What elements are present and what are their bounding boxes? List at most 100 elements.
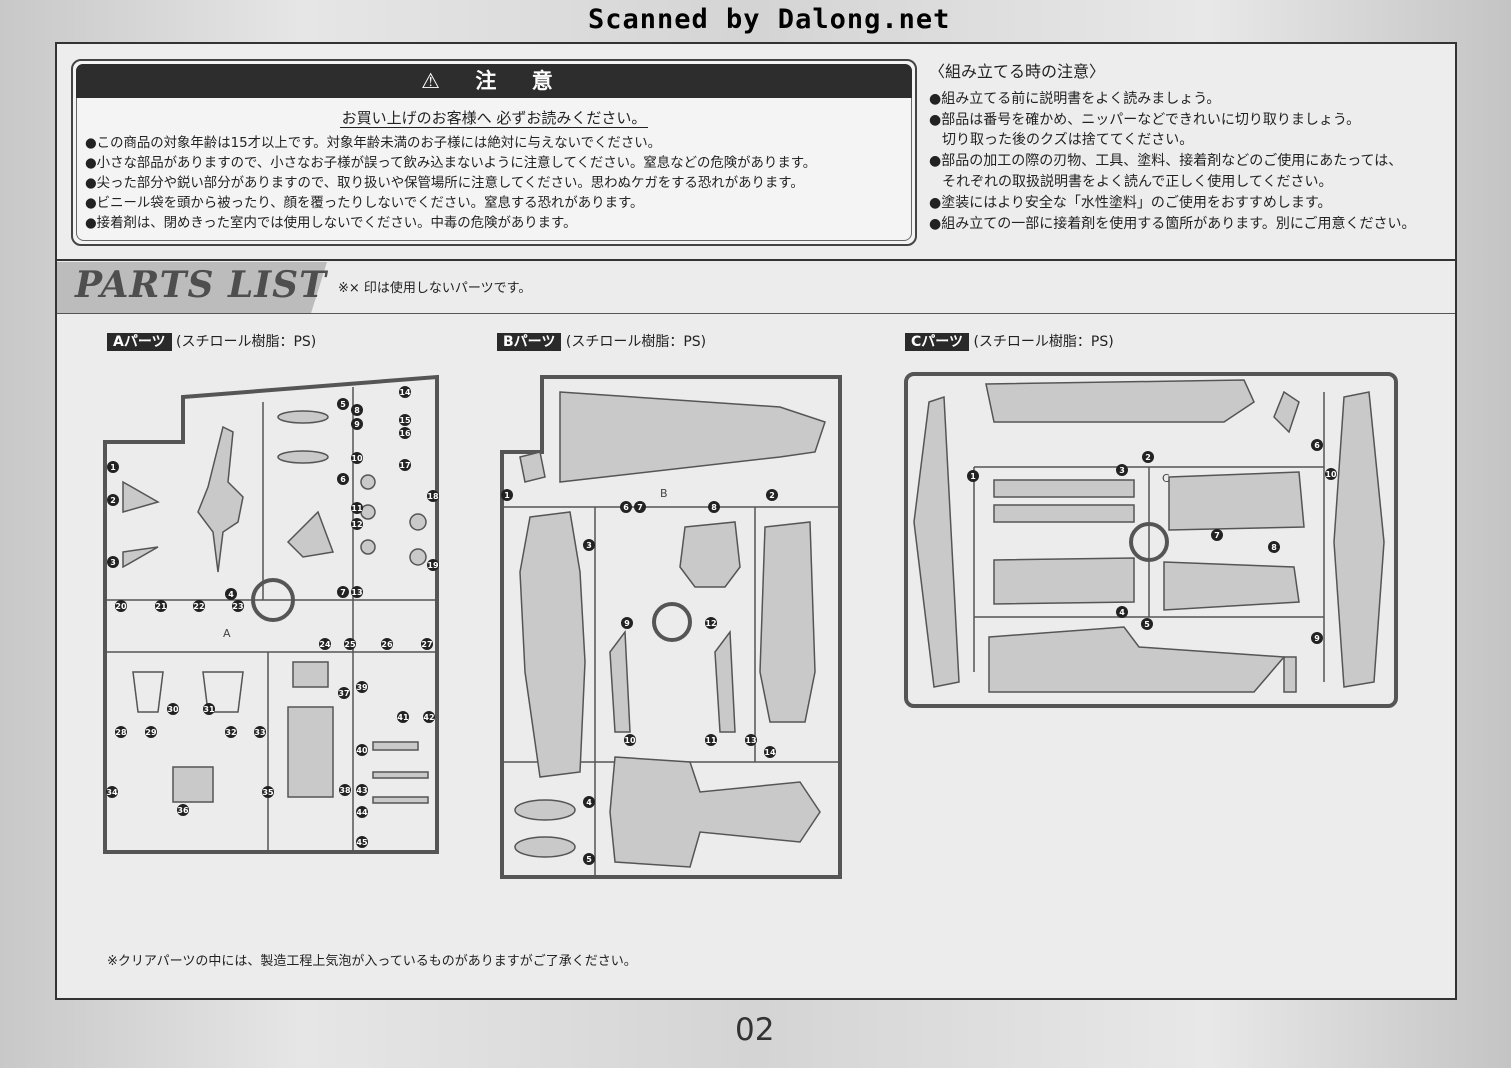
svg-text:3: 3	[1119, 466, 1125, 475]
warning-item: ●ビニール袋を頭から被ったり、顔を覆ったりしないでください。窒息する恐れがありま…	[85, 196, 644, 211]
svg-text:20: 20	[115, 602, 127, 611]
svg-text:18: 18	[427, 492, 439, 501]
part-marker: 8	[1268, 541, 1280, 553]
svg-text:24: 24	[319, 640, 331, 649]
header-divider	[57, 313, 1455, 314]
manual-page: ⚠ 注 意 お買い上げのお客様へ 必ずお読みください。 ●この商品の対象年齢は1…	[55, 42, 1457, 1000]
svg-text:28: 28	[115, 728, 127, 737]
part-marker: 41	[397, 711, 409, 723]
runner-a-part-markers: 1 2 3 4 5 6 7 8 9 10 11 12 13 14 15 16 1…	[106, 386, 439, 848]
svg-text:11: 11	[351, 504, 363, 513]
part-marker: 30	[167, 703, 179, 715]
svg-text:1: 1	[504, 491, 510, 500]
svg-text:21: 21	[155, 602, 167, 611]
svg-text:2: 2	[110, 496, 116, 505]
svg-text:1: 1	[970, 472, 976, 481]
group-b-label: Bパーツ (スチロール樹脂：PS)	[497, 331, 706, 351]
svg-text:9: 9	[624, 619, 630, 628]
clear-parts-note: ※クリアパーツの中には、製造工程上気泡が入っているものがありますがご了承ください…	[107, 954, 637, 969]
part-marker: 10	[1325, 468, 1337, 480]
assembly-line: ●部品は番号を確かめ、ニッパーなどできれいに切り取りましょう。	[929, 111, 1361, 128]
group-b-material: (スチロール樹脂：PS)	[565, 334, 707, 350]
svg-text:27: 27	[421, 640, 432, 649]
warning-item: ●尖った部分や鋭い部分がありますので、取り扱いや保管場所に注意してください。思わ…	[85, 176, 804, 191]
part-marker: 26	[381, 638, 393, 650]
part-marker: 44	[356, 806, 368, 818]
svg-text:37: 37	[338, 689, 349, 698]
part-marker: 38	[339, 784, 351, 796]
group-c-label: Cパーツ (スチロール樹脂：PS)	[905, 331, 1114, 351]
svg-text:16: 16	[399, 429, 411, 438]
group-c-material: (スチロール樹脂：PS)	[973, 334, 1114, 350]
part-marker: 4	[1116, 606, 1128, 618]
part-marker: 35	[262, 786, 274, 798]
parts-list-note: ※× 印は使用しないパーツです。	[338, 281, 532, 296]
assembly-notes: 〈組み立てる時の注意〉 ●組み立てる前に説明書をよく読みましょう。 ●部品は番号…	[929, 62, 1444, 234]
part-marker: 36	[177, 804, 189, 816]
part-marker: 6	[1311, 439, 1323, 451]
svg-text:8: 8	[711, 503, 717, 512]
assembly-line: ●部品の加工の際の刃物、工具、塗料、接着剤などのご使用にあたっては、	[929, 153, 1403, 170]
svg-text:25: 25	[344, 640, 356, 649]
svg-text:39: 39	[356, 683, 368, 692]
warning-item: ●接着剤は、閉めきった室内では使用しないでください。中毒の危険があります。	[85, 216, 577, 231]
part-marker: 18	[427, 490, 439, 502]
warning-box: ⚠ 注 意 お買い上げのお客様へ 必ずお読みください。 ●この商品の対象年齢は1…	[71, 59, 917, 246]
svg-text:10: 10	[624, 736, 636, 745]
svg-text:3: 3	[110, 558, 116, 567]
warning-title: ⚠ 注 意	[76, 64, 912, 98]
svg-text:15: 15	[399, 416, 411, 425]
svg-text:36: 36	[177, 806, 189, 815]
svg-text:2: 2	[769, 491, 775, 500]
runner-b-letter: B	[660, 487, 668, 500]
svg-text:12: 12	[705, 619, 716, 628]
svg-text:8: 8	[354, 406, 360, 415]
part-marker: 10	[624, 734, 636, 746]
svg-text:4: 4	[586, 798, 592, 807]
part-marker: 28	[115, 726, 127, 738]
assembly-title: 〈組み立てる時の注意〉	[929, 62, 1106, 81]
svg-text:31: 31	[203, 705, 215, 714]
part-marker: 13	[745, 734, 757, 746]
svg-text:43: 43	[356, 786, 367, 795]
svg-text:42: 42	[423, 713, 434, 722]
svg-text:35: 35	[262, 788, 274, 797]
svg-text:3: 3	[586, 541, 592, 550]
svg-text:30: 30	[167, 705, 179, 714]
part-marker: 24	[319, 638, 331, 650]
svg-text:5: 5	[1144, 620, 1150, 629]
part-marker: 45	[356, 836, 368, 848]
runner-a-letter: A	[223, 627, 231, 640]
part-marker: 12	[705, 617, 717, 629]
part-marker: 15	[399, 414, 411, 426]
part-marker: 4	[583, 796, 595, 808]
svg-text:19: 19	[427, 561, 439, 570]
part-marker: 27	[421, 638, 433, 650]
part-marker: 3	[1116, 464, 1128, 476]
part-marker: 1	[501, 489, 513, 501]
part-marker: 14	[764, 746, 776, 758]
runner-b-diagram: B 1 2 3 4 5 6 7 8 9 10 11 12 13 14	[500, 375, 842, 879]
svg-text:5: 5	[340, 400, 346, 409]
part-marker: 1	[967, 470, 979, 482]
page-number: 02	[735, 1012, 775, 1048]
part-marker: 4	[225, 588, 237, 600]
svg-text:10: 10	[351, 454, 363, 463]
part-marker: 5	[583, 853, 595, 865]
assembly-line: それぞれの取扱説明書をよく読んで正しく使用してください。	[942, 173, 1333, 190]
part-marker: 8	[351, 404, 363, 416]
warning-item: ●小さな部品がありますので、小さなお子様が誤って飲み込まないように注意してくださ…	[85, 156, 817, 171]
parts-list-heading: PARTS LIST	[75, 264, 327, 306]
assembly-line: ●組み立てる前に説明書をよく読みましょう。	[929, 90, 1221, 107]
runner-c-letter: C	[1162, 472, 1170, 485]
runner-c-diagram: C 1 2 3 4 5 6 7 8 9 10	[904, 372, 1398, 708]
part-marker: 11	[351, 502, 363, 514]
assembly-line: ●組み立ての一部に接着剤を使用する箇所があります。別にご用意ください。	[929, 215, 1416, 232]
svg-text:17: 17	[399, 461, 410, 470]
part-marker: 6	[337, 473, 349, 485]
svg-text:32: 32	[225, 728, 236, 737]
assembly-line: 切り取った後のクズは捨ててください。	[942, 132, 1194, 149]
svg-text:6: 6	[340, 475, 346, 484]
svg-text:9: 9	[1314, 634, 1320, 643]
part-marker: 7	[634, 501, 646, 513]
